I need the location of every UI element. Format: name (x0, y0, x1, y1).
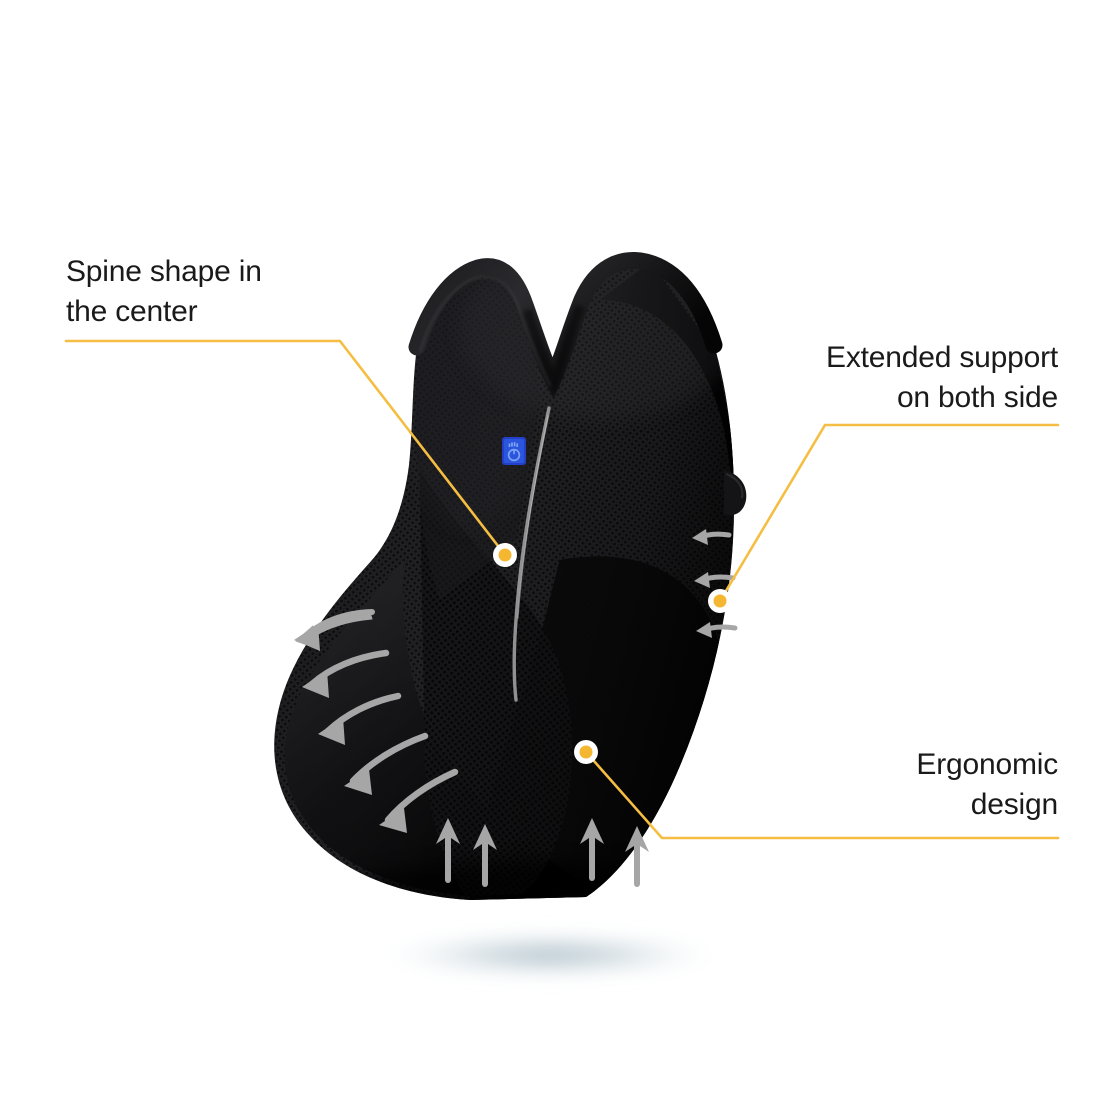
callout-label-spine: Spine shape in the center (66, 255, 262, 328)
callout-dot-inner[interactable] (713, 594, 727, 608)
callout-dot-inner[interactable] (579, 745, 593, 759)
callout-dot-inner[interactable] (498, 548, 512, 562)
callout-ergonomic-design[interactable] (574, 740, 1060, 840)
callout-leader-line (718, 423, 1060, 603)
callout-label-ergonomic-design: Ergonomic design (916, 748, 1058, 821)
callout-spine[interactable] (64, 339, 517, 567)
callout-leader-line (64, 339, 507, 557)
callout-extended-support[interactable] (708, 423, 1060, 613)
callout-label-extended-support: Extended support on both side (826, 341, 1058, 414)
callout-leader-line (584, 750, 1060, 840)
